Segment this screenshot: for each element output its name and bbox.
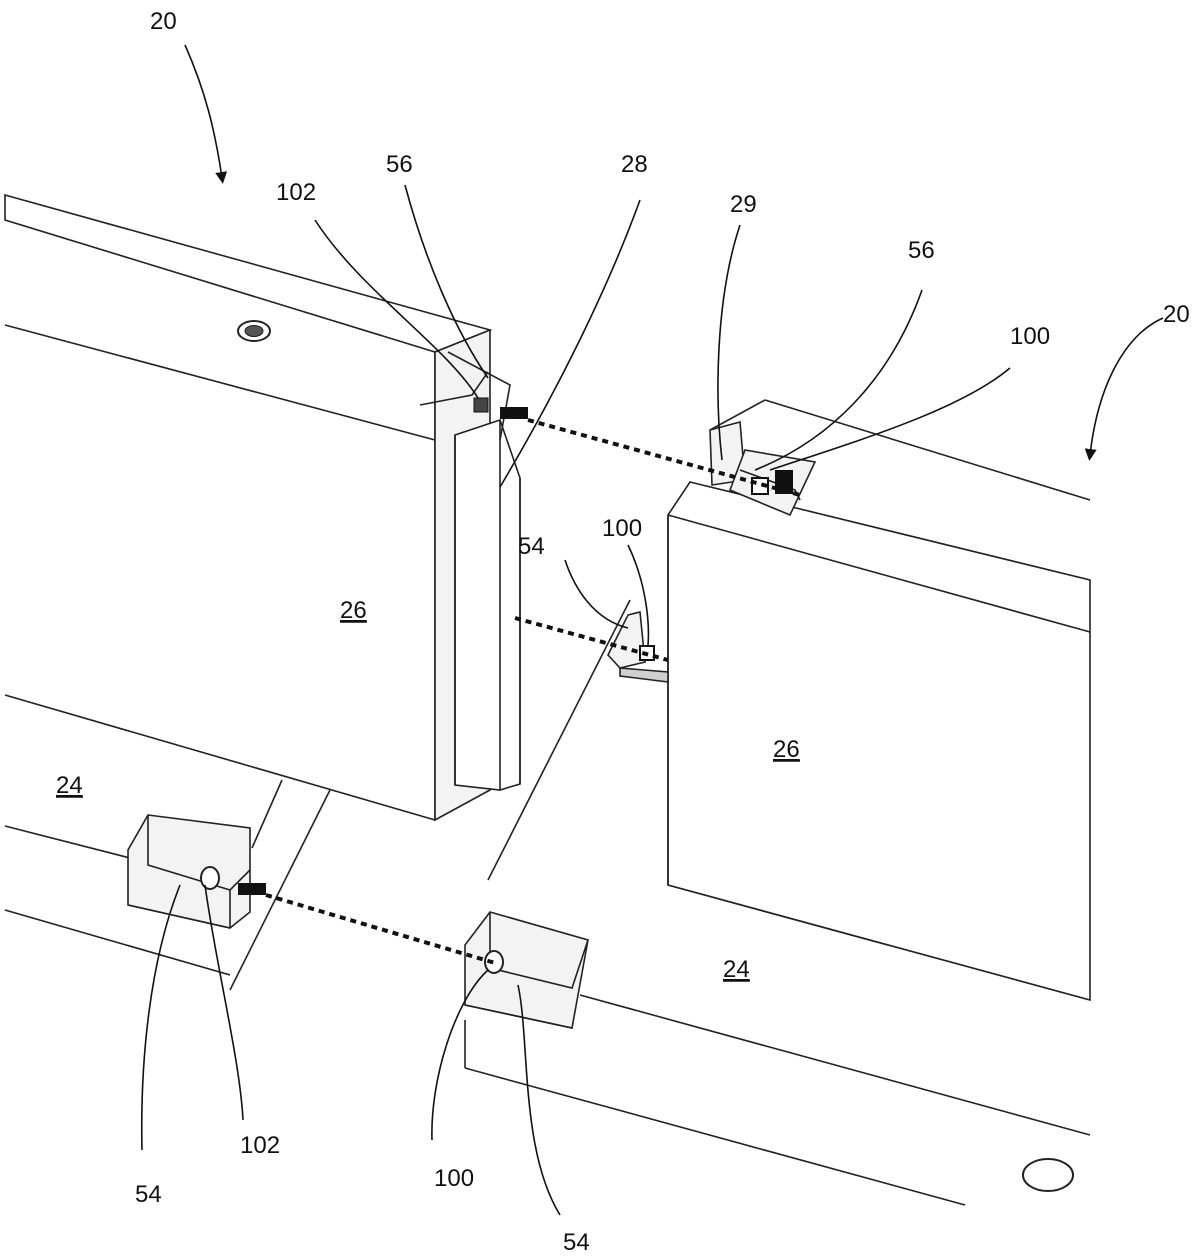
label-28: 28: [621, 151, 648, 178]
label-56-top-right: 56: [908, 237, 935, 264]
label-54-mid: 54: [518, 533, 545, 560]
left-module: [4, 193, 528, 991]
right-mid-bracket: [607, 610, 669, 683]
arrow-20-right: [1084, 317, 1164, 461]
label-24-right: 24: [723, 956, 750, 983]
right-module: [464, 399, 1091, 1206]
label-24-left: 24: [56, 772, 83, 799]
reference-labels: 20 102 56 28 29 56 20 100 54 100 26 26 2…: [56, 8, 1190, 1256]
left-base-slab: [4, 779, 331, 991]
connection-lines: [265, 418, 801, 965]
leader-lines: [140, 184, 1011, 1216]
label-102-top: 102: [276, 179, 316, 206]
left-wall-panel: [4, 193, 521, 822]
label-100-bottom: 100: [434, 1165, 474, 1192]
bolt-hole-icon: [1022, 1158, 1074, 1192]
reference-arrows: [184, 44, 1164, 461]
label-54-bottom-right: 54: [563, 1229, 590, 1256]
label-20-right: 20: [1163, 301, 1190, 328]
label-102-bottom: 102: [240, 1132, 280, 1159]
label-20-left: 20: [150, 8, 177, 35]
label-100-top-right: 100: [1010, 323, 1050, 350]
right-wall-panel: [667, 399, 1091, 1002]
label-29: 29: [730, 191, 757, 218]
arrow-20-left: [184, 44, 228, 184]
label-100-mid: 100: [602, 515, 642, 542]
left-bottom-bracket: [127, 814, 266, 929]
label-26-right: 26: [773, 736, 800, 763]
right-bottom-bracket: [464, 911, 589, 1029]
left-top-bracket: [419, 351, 528, 441]
label-54-bottom-left: 54: [135, 1181, 162, 1208]
label-26-left: 26: [340, 597, 367, 624]
label-56-top-left: 56: [386, 151, 413, 178]
